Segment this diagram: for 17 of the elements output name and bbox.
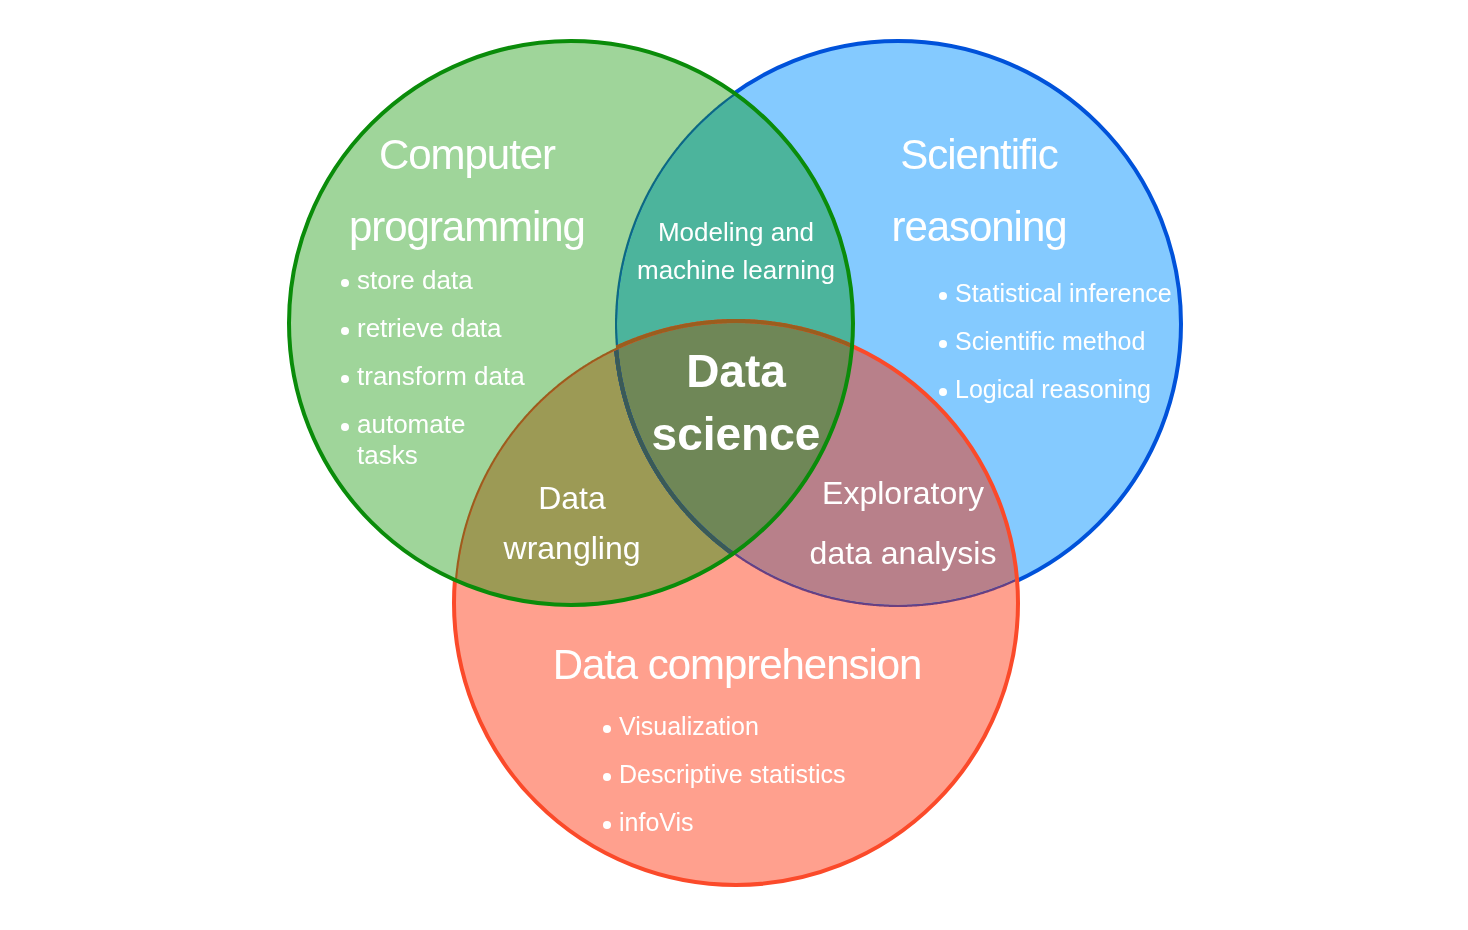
list-item: retrieve data <box>357 313 502 344</box>
list-item: Scientific method <box>955 326 1146 357</box>
list-item: Descriptive statistics <box>619 759 846 790</box>
overlap-label: Modeling and machine learning <box>636 216 836 287</box>
circle-title: Scientific reasoning <box>890 130 1068 252</box>
list-item: transform data <box>357 361 525 392</box>
overlap-label: Data science <box>650 344 822 462</box>
list-item: infoVis <box>619 807 694 838</box>
list-item: store data <box>357 265 473 296</box>
overlap-label: Data wrangling <box>502 479 642 568</box>
list-item: Logical reasoning <box>955 374 1151 405</box>
list-item: Statistical inference <box>955 278 1172 309</box>
list-item: Visualization <box>619 711 759 742</box>
circle-title: Computer programming <box>348 130 586 252</box>
overlap-label: Exploratory data analysis <box>808 474 998 573</box>
list-item: automate tasks <box>357 409 467 471</box>
circle-title: Data comprehension <box>551 640 923 690</box>
